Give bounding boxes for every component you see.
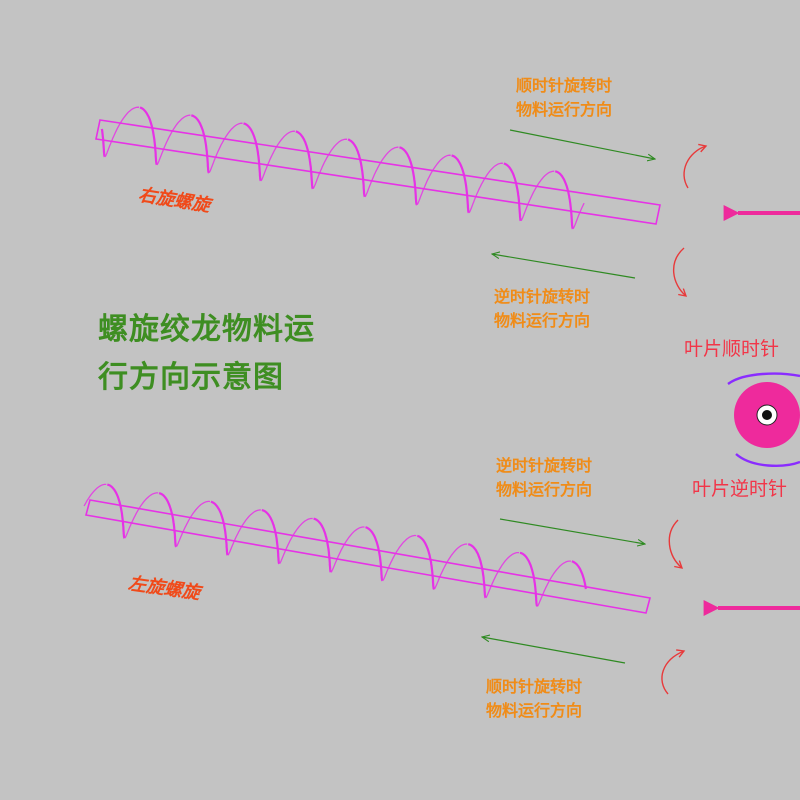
bottom-screw-flight-front — [106, 483, 587, 607]
top-screw-flight-front — [100, 106, 574, 230]
top-ccw-material-arrow — [492, 254, 636, 279]
bottom-cw-rotation-arrow — [661, 649, 686, 695]
bottom-cw-material-arrow — [482, 637, 626, 664]
end-view-cw-label-text: 叶片顺时针 — [684, 338, 780, 360]
right-hand-screw — [95, 106, 661, 230]
diagram-title: 螺旋绞龙物料运 行方向示意图 — [98, 312, 315, 396]
diagram-title-line1: 螺旋绞龙物料运 — [98, 312, 315, 347]
end-view-ccw-label-text: 叶片逆时针 — [692, 478, 788, 500]
top-ccw-rotation-arrow — [673, 247, 688, 297]
bottom-ccw-note-line2: 物料运行方向 — [496, 480, 593, 500]
ccw-blade-arc-icon — [735, 453, 800, 467]
bottom-ccw-rotation-arrow — [668, 519, 684, 569]
bottom-ccw-note: 逆时针旋转时 物料运行方向 — [496, 456, 592, 499]
end-view — [703, 205, 800, 616]
bottom-cw-note-line1: 顺时针旋转时 — [486, 677, 583, 696]
bottom-screw-flight-back — [83, 483, 571, 607]
bottom-ccw-note-line1: 逆时针旋转时 — [496, 456, 593, 475]
top-cw-note-line2: 物料运行方向 — [516, 100, 613, 120]
top-cw-rotation-arrow — [683, 143, 708, 189]
top-ccw-note-line2: 物料运行方向 — [494, 311, 591, 331]
top-cw-note: 顺时针旋转时 物料运行方向 — [516, 76, 612, 119]
cw-blade-arc-icon — [727, 372, 800, 385]
bottom-cw-note: 顺时针旋转时 物料运行方向 — [486, 677, 582, 720]
top-cw-note-line1: 顺时针旋转时 — [516, 76, 613, 95]
top-screw-flight-back — [104, 106, 585, 230]
left-hand-screw — [83, 483, 651, 614]
bottom-cw-note-line2: 物料运行方向 — [486, 701, 583, 721]
shaft-center — [762, 410, 772, 420]
top-cw-material-arrow — [509, 129, 655, 159]
top-screw-shaft — [95, 119, 661, 225]
top-ccw-note-line1: 逆时针旋转时 — [494, 287, 591, 306]
bottom-screw-shaft — [85, 499, 651, 614]
diagram-title-line2: 行方向示意图 — [98, 360, 284, 395]
end-view-cw-label: 叶片顺时针 — [684, 338, 779, 361]
end-view-ccw-label: 叶片逆时针 — [692, 478, 787, 501]
bottom-ccw-material-arrow — [499, 518, 645, 544]
top-ccw-note: 逆时针旋转时 物料运行方向 — [494, 287, 590, 330]
